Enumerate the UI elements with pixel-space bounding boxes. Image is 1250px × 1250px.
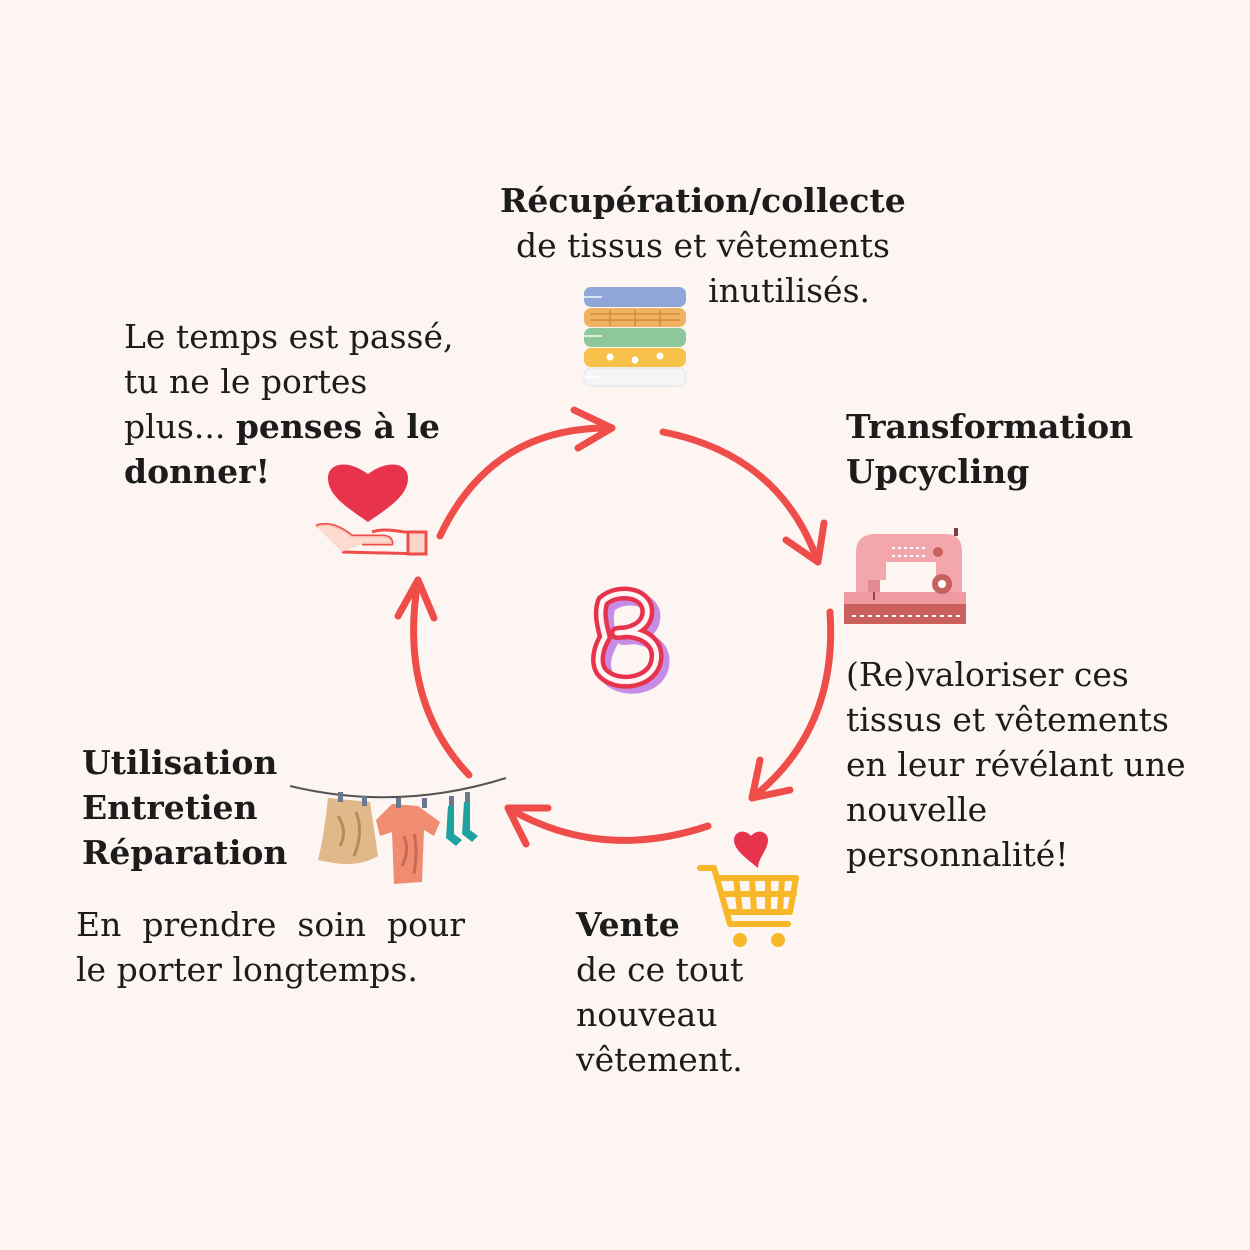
arrow-don-to-collecte [436, 406, 616, 540]
step-collecte-text: Récupération/collecte de tissus et vêtem… [500, 178, 906, 313]
step-don-line4: donner! [124, 452, 270, 491]
step-utilisation-desc-1: En prendre soin pour [76, 905, 466, 944]
step-don-line3: plus... penses à le [124, 404, 453, 449]
sewing-machine-icon [844, 528, 966, 624]
step-vente-text: Vente de ce tout nouveau vêtement. [576, 902, 743, 1082]
step-transformation-title-1: Transformation [846, 407, 1134, 446]
step-transformation-desc: (Re)valoriser ces tissus et vêtements en… [846, 652, 1186, 877]
step-transformation-desc-1: (Re)valoriser ces [846, 655, 1129, 694]
step-collecte-line2: inutilisés. [708, 271, 870, 310]
step-utilisation-desc: En prendre soin pour le porter longtemps… [76, 902, 465, 992]
step-collecte-title: Récupération/collecte [500, 181, 906, 220]
step-transformation-title: Transformation Upcycling [846, 404, 1133, 494]
step-don-line2: tu ne le portes [124, 362, 368, 401]
step-transformation-desc-4: nouvelle [846, 790, 988, 829]
step-utilisation-title-3: Réparation [82, 833, 288, 872]
step-vente-desc-1: de ce tout [576, 950, 744, 989]
arrow-utilisation-to-don [394, 576, 473, 779]
step-utilisation-title-2: Entretien [82, 788, 258, 827]
step-vente-desc-2: nouveau [576, 995, 718, 1034]
arrow-transformation-to-vente [748, 608, 835, 802]
step-vente-desc-3: vêtement. [576, 1040, 743, 1079]
step-transformation-desc-2: tissus et vêtements [846, 700, 1169, 739]
step-don-text: Le temps est passé, tu ne le portes plus… [124, 314, 453, 494]
step-transformation-desc-5: personnalité! [846, 835, 1069, 874]
step-utilisation-desc-2: le porter longtemps. [76, 950, 418, 989]
step-vente-title: Vente [576, 905, 680, 944]
step-transformation-desc-3: en leur révélant une [846, 745, 1186, 784]
clothesline-icon [289, 777, 507, 884]
step-don-line3-bold: penses à le [235, 407, 440, 446]
heart-in-hand-icon [315, 464, 428, 556]
arrow-vente-to-utilisation [504, 804, 712, 848]
shopping-cart-heart-icon [697, 831, 799, 947]
arrow-collecte-to-transformation [659, 428, 828, 566]
step-don-line3-regular: plus... [124, 407, 236, 446]
folded-clothes-stack-icon [583, 287, 687, 387]
step-transformation-title-2: Upcycling [846, 452, 1030, 491]
step-don-line1: Le temps est passé, [124, 317, 454, 356]
brand-logo-b-icon [591, 586, 670, 694]
step-utilisation-title-1: Utilisation [82, 743, 278, 782]
step-collecte-line1: de tissus et vêtements [515, 226, 890, 265]
step-utilisation-title: Utilisation Entretien Réparation [82, 740, 287, 875]
